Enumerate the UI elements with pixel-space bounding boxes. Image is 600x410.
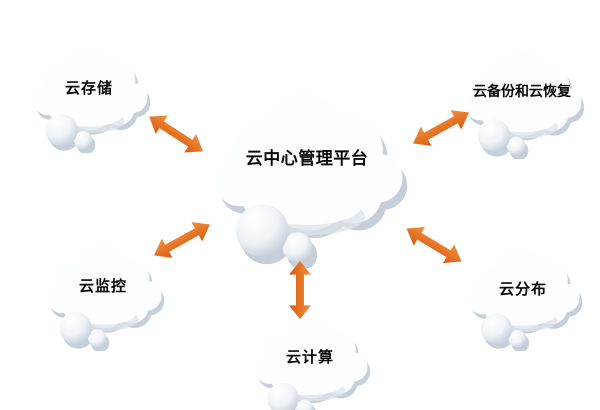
node-cloud-center: 云中心管理平台 <box>204 90 410 268</box>
node-label-backup-recovery: 云备份和云恢复 <box>473 84 571 101</box>
node-cloud-storage: 云存储 <box>26 44 152 153</box>
node-cloud-monitoring: 云监控 <box>40 242 166 351</box>
node-cloud-distribution: 云分布 <box>462 246 584 351</box>
arrow-center-computing-icon <box>289 261 311 319</box>
cloud-icon <box>46 244 165 351</box>
node-label-monitoring: 云监控 <box>78 276 127 295</box>
arrow-center-storage-icon <box>143 107 209 161</box>
node-label-storage: 云存储 <box>64 78 113 97</box>
cloud-icon <box>215 93 408 268</box>
cloud-icon <box>32 46 151 153</box>
arrow-center-distribution-icon <box>400 219 468 271</box>
node-label-computing: 云计算 <box>285 348 334 367</box>
node-label-distribution: 云分布 <box>498 279 547 298</box>
node-label-center: 云中心管理平台 <box>245 148 369 169</box>
cloud-icon <box>464 50 585 159</box>
node-cloud-computing: 云计算 <box>248 314 372 410</box>
node-cloud-backup-recovery: 云备份和云恢复 <box>458 48 586 159</box>
